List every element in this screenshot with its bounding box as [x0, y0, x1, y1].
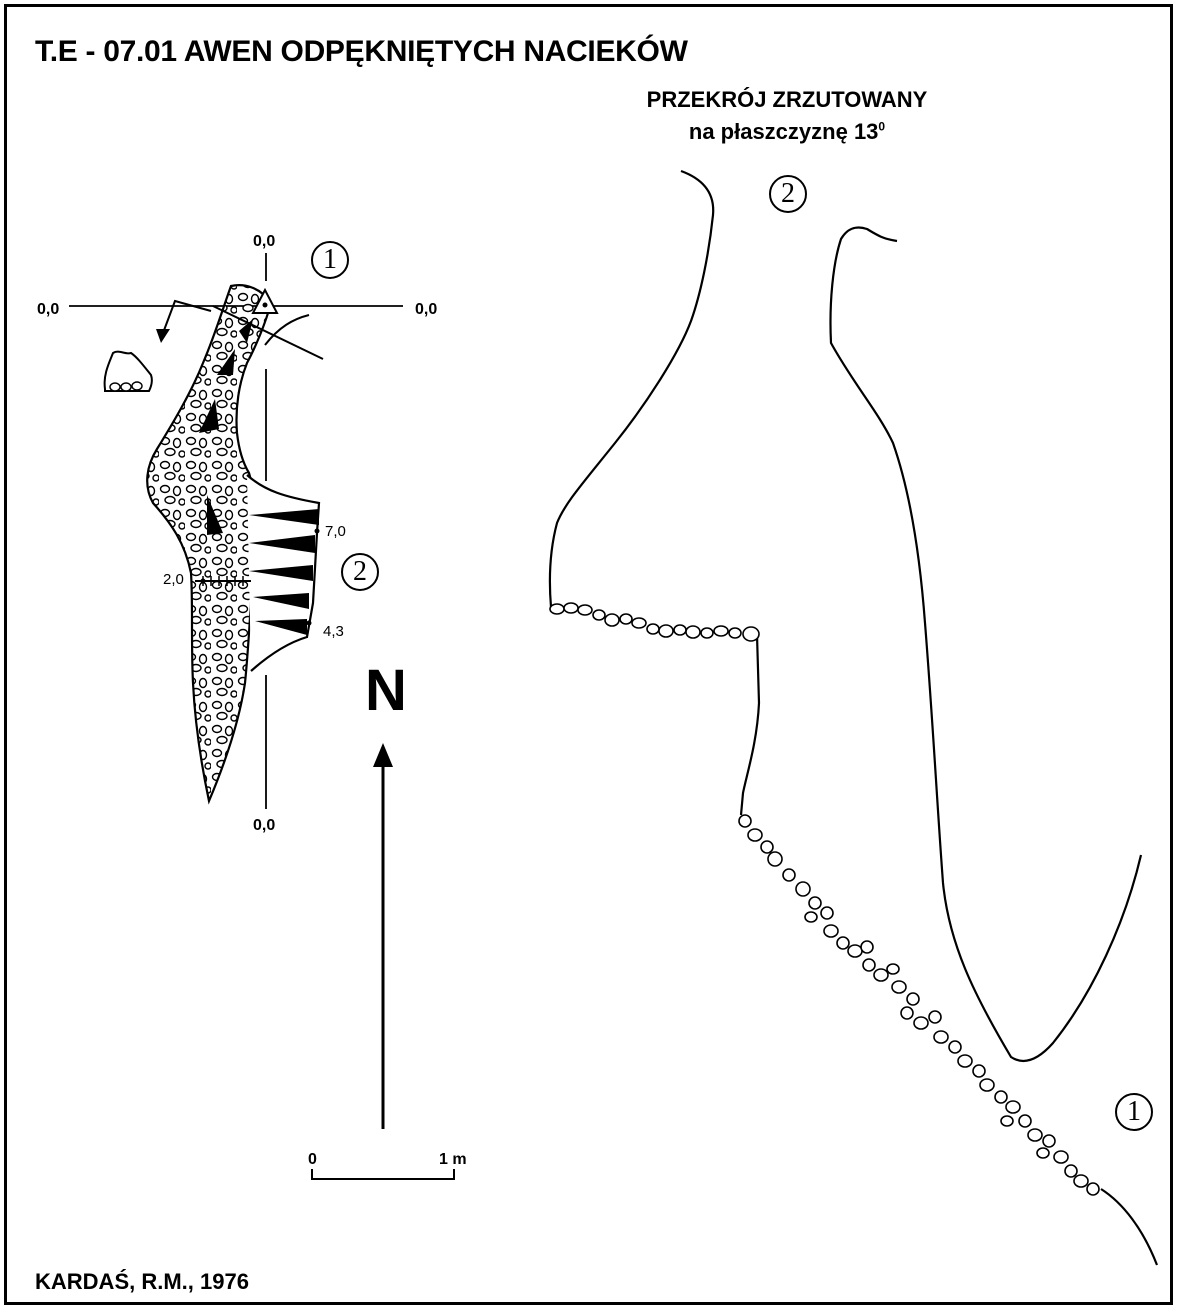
cave-drawing — [69, 169, 1159, 1266]
section-right-wall — [829, 226, 1143, 1062]
plan-axis-bottom-label: 0,0 — [253, 817, 276, 834]
plan-view — [69, 253, 403, 809]
access-arrow — [162, 299, 212, 334]
depth-label-7: 7,0 — [325, 523, 346, 540]
scale-bar — [311, 1169, 455, 1180]
plan-marker-1: 1 — [311, 241, 349, 279]
survey-station-triangle — [251, 287, 279, 314]
upper-rubble-floor — [549, 602, 760, 642]
section-marker-1: 1 — [1115, 1093, 1153, 1131]
north-arrow — [373, 743, 393, 1129]
section-left-wall-upper — [548, 169, 715, 608]
north-label: N — [365, 658, 407, 723]
depth-point-2 — [200, 578, 206, 584]
section-subheading-degree: 0 — [878, 119, 886, 134]
survey-title: T.E - 07.01 AWEN ODPĘKNIĘTYCH NACIEKÓW — [35, 35, 688, 68]
section-marker-2: 2 — [769, 175, 807, 213]
section-step-wall — [739, 634, 761, 816]
plan-axis-left-label: 0,0 — [37, 301, 60, 318]
author-credit: KARDAŚ, R.M., 1976 — [35, 1269, 249, 1294]
curtain-teeth — [249, 509, 319, 635]
scale-start-label: 0 — [308, 1151, 317, 1168]
projected-section — [548, 169, 1159, 1266]
section-cut-ticks — [202, 576, 244, 586]
section-subheading: na płaszczyznę 130 — [527, 119, 1047, 145]
access-arrow-head — [156, 329, 170, 343]
section-heading: PRZEKRÓJ ZRZUTOWANY — [646, 87, 928, 112]
depth-point-7 — [314, 528, 320, 534]
lower-rubble-slope — [738, 814, 1100, 1196]
survey-station-dot — [262, 302, 268, 308]
depth-point-43 — [306, 620, 312, 626]
plan-entrance-ledge — [212, 305, 324, 360]
plan-entrance-arc — [264, 314, 310, 346]
survey-sheet: T.E - 07.01 AWEN ODPĘKNIĘTYCH NACIEKÓW P… — [4, 4, 1173, 1305]
scale-end-label: 1 m — [439, 1151, 467, 1168]
section-subheading-text: na płaszczyznę 13 — [688, 119, 879, 144]
cave-plan-outline — [146, 284, 273, 805]
rock-outcrop — [103, 350, 153, 392]
depth-label-2: 2,0 — [163, 571, 184, 588]
depth-label-43: 4,3 — [323, 623, 344, 640]
plan-axis-top-label: 0,0 — [253, 233, 276, 250]
plan-marker-2: 2 — [341, 553, 379, 591]
rock-outcrop-stones — [109, 381, 143, 392]
plan-axis-right-label: 0,0 — [415, 301, 438, 318]
slope-arrows — [199, 319, 253, 535]
section-lower-wall — [1100, 1188, 1159, 1266]
